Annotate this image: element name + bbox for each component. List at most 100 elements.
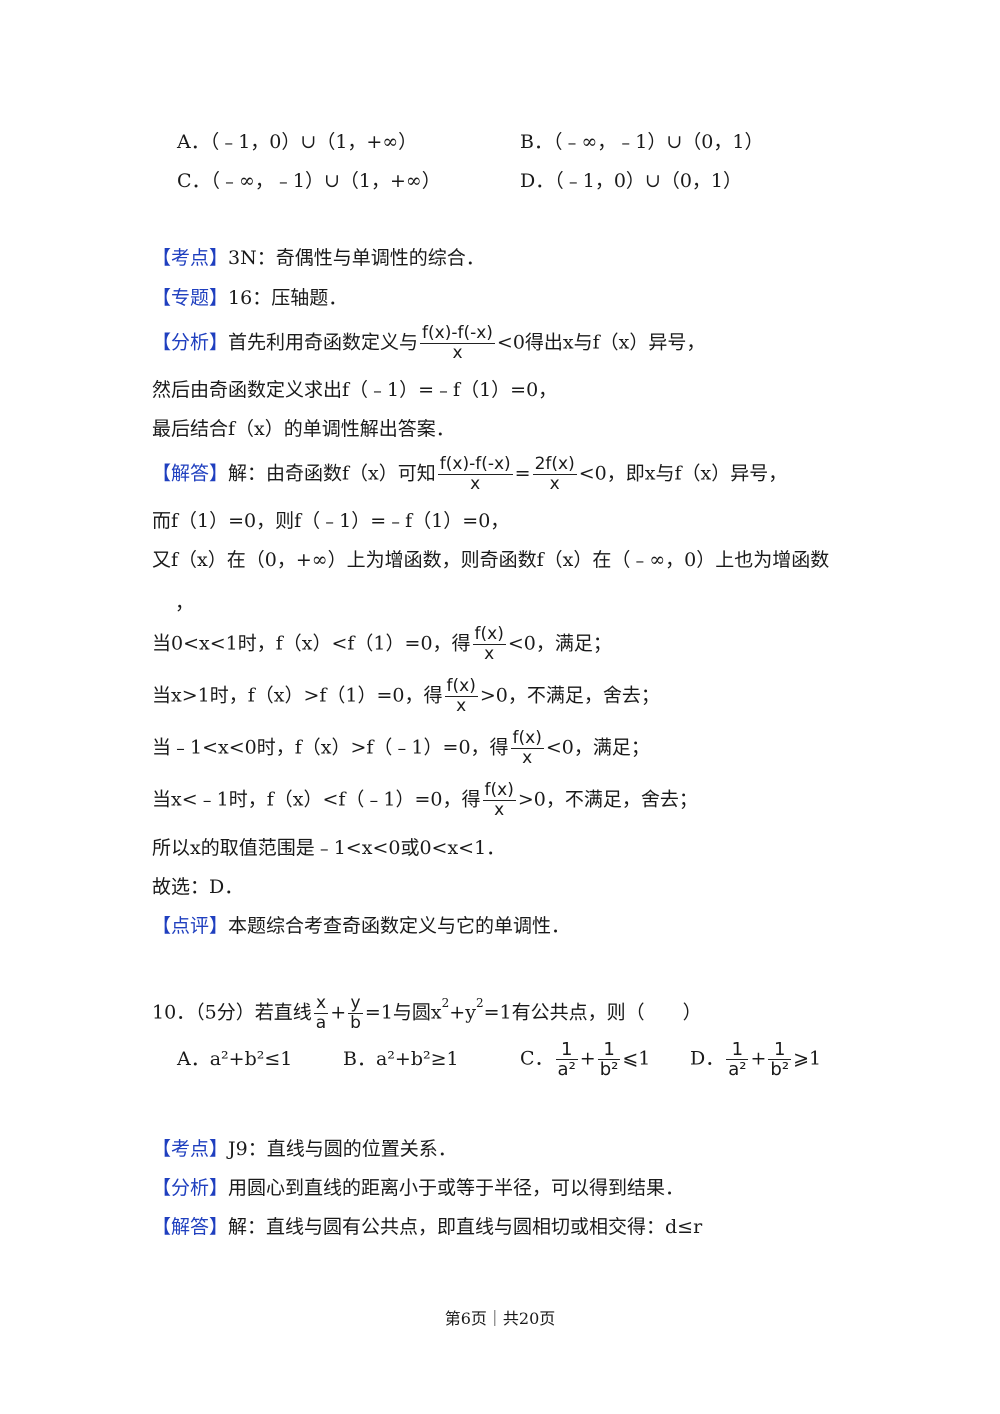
- range-conclusion: 所以x的取值范围是﹣1<x<0或0<x<1．: [152, 837, 506, 859]
- fenxi-line-3: 最后结合f（x）的单调性解出答案．: [152, 418, 455, 440]
- option-a: A．（﹣1，0）∪（1，+∞）: [177, 131, 418, 153]
- ge-one: ⩾1: [793, 1047, 822, 1070]
- case-1-fraction: f(x)x: [472, 624, 506, 664]
- fenxi-text-b: <0得出x与f（x）异号，: [496, 331, 706, 354]
- q10-kaodian-text: J9：直线与圆的位置关系．: [228, 1138, 457, 1160]
- fenxi-text-a: 首先利用奇函数定义与: [228, 331, 419, 354]
- frac-denominator: x: [494, 800, 505, 820]
- q10-jieda-line: 【解答】解：直线与圆有公共点，即直线与圆相切或相交得：d≤r: [152, 1215, 702, 1239]
- q10-option-c-label: C．: [520, 1047, 554, 1070]
- exponent: 2: [441, 996, 450, 1010]
- zhuanti-tag: 【专题】: [152, 287, 229, 309]
- jieda-line-3: 又f（x）在（0，+∞）上为增函数，则奇函数f（x）在（﹣∞，0）上也为增函数: [152, 549, 830, 571]
- q10-stem-a: 10．（5分）若直线: [152, 1001, 312, 1024]
- frac-numerator: 1: [597, 1040, 621, 1060]
- q10-jieda-text: 解：直线与圆有公共点，即直线与圆相切或相交得：d≤r: [228, 1216, 703, 1238]
- q10-fenxi-tag: 【分析】: [152, 1177, 229, 1199]
- jieda-text-b: <0，即x与f（x）异号，: [578, 462, 788, 485]
- q10-fenxi-text: 用圆心到直线的距离小于或等于半径，可以得到结果．: [228, 1177, 685, 1199]
- frac-denominator: x: [484, 644, 495, 664]
- le-one: ⩽1: [622, 1047, 651, 1070]
- frac-denominator: x: [456, 696, 467, 716]
- case-2-text-a: 当x>1时，f（x）>f（1）=0，得: [152, 684, 443, 707]
- q10-option-b: B．a²+b²≥1: [343, 1048, 459, 1070]
- frac-denominator: x: [470, 474, 481, 494]
- case-3-fraction: f(x)x: [510, 729, 544, 768]
- frac-denominator: x: [452, 343, 463, 363]
- zhuanti-text: 16：压轴题．: [228, 287, 348, 309]
- frac-numerator: x: [313, 994, 329, 1014]
- kaodian-text: 3N：奇偶性与单调性的综合．: [228, 247, 485, 269]
- zhuanti-line: 【专题】16：压轴题．: [152, 286, 347, 310]
- case-3-text-b: <0，满足；: [545, 736, 650, 759]
- case-2-fraction: f(x)x: [444, 676, 478, 716]
- frac-numerator: 2f(x): [532, 454, 577, 475]
- page-footer: 第6页｜共20页: [444, 1309, 556, 1328]
- frac-numerator: f(x): [482, 780, 516, 801]
- kaodian-tag: 【考点】: [152, 247, 229, 269]
- jieda-line-3-cont: ，: [175, 592, 195, 614]
- q10-jieda-tag: 【解答】: [152, 1216, 229, 1238]
- frac-numerator: f(x)-f(-x): [437, 454, 513, 475]
- q10-kaodian-tag: 【考点】: [152, 1138, 229, 1160]
- plus-sign: +: [330, 1001, 347, 1024]
- fenxi-fraction: f(x)-f(-x)x: [420, 324, 495, 363]
- frac-numerator: f(x)-f(-x): [420, 323, 495, 344]
- frac-numerator: 1: [726, 1040, 749, 1060]
- frac-denominator: b²: [770, 1059, 790, 1080]
- frac-denominator: x: [549, 474, 560, 494]
- jieda-tag: 【解答】: [152, 462, 229, 485]
- case-3-text-a: 当﹣1<x<0时，f（x）>f（﹣1）=0，得: [152, 736, 509, 759]
- frac-denominator: a²: [728, 1059, 747, 1080]
- frac-numerator: 1: [555, 1040, 578, 1060]
- equals-sign: =: [514, 462, 531, 485]
- option-d: D．（﹣1，0）∪（0，1）: [520, 170, 743, 192]
- jieda-line-2: 而f（1）=0，则f（﹣1）=﹣f（1）=0，: [152, 510, 510, 532]
- frac-numerator: 1: [768, 1040, 792, 1060]
- q10-stem-c: +y: [449, 1001, 476, 1024]
- q10-option-d-label: D．: [690, 1047, 725, 1070]
- case-4-text-b: >0，不满足，舍去；: [517, 788, 698, 811]
- dianping-line: 【点评】本题综合考查奇函数定义与它的单调性．: [152, 914, 570, 938]
- frac-numerator: f(x): [444, 676, 478, 697]
- fenxi-line-2: 然后由奇函数定义求出f（﹣1）=﹣f（1）=0，: [152, 379, 558, 401]
- q10-option-a: A．a²+b²≤1: [177, 1048, 293, 1070]
- dianping-text: 本题综合考查奇函数定义与它的单调性．: [228, 915, 571, 937]
- plus-sign: +: [579, 1047, 596, 1070]
- jieda-fraction-1: f(x)-f(-x)x: [437, 454, 513, 494]
- fenxi-tag: 【分析】: [152, 331, 229, 354]
- case-4-fraction: f(x)x: [482, 780, 516, 820]
- frac-denominator: a²: [557, 1059, 576, 1080]
- jieda-text-a: 解：由奇函数f（x）可知: [228, 462, 436, 485]
- q10-fenxi-line: 【分析】用圆心到直线的距离小于或等于半径，可以得到结果．: [152, 1176, 684, 1200]
- kaodian-line: 【考点】3N：奇偶性与单调性的综合．: [152, 246, 485, 270]
- frac-denominator: b: [350, 1013, 361, 1033]
- q10-kaodian-line: 【考点】J9：直线与圆的位置关系．: [152, 1137, 457, 1161]
- case-1-text-b: <0，满足；: [507, 632, 612, 655]
- frac-numerator: y: [348, 994, 363, 1014]
- exponent: 2: [475, 996, 484, 1010]
- frac-denominator: a: [315, 1013, 327, 1033]
- case-4-text-a: 当x<﹣1时，f（x）<f（﹣1）=0，得: [152, 788, 481, 811]
- jieda-fraction-2: 2f(x)x: [532, 454, 577, 494]
- frac-denominator: x: [522, 748, 533, 768]
- dianping-tag: 【点评】: [152, 915, 229, 937]
- frac-numerator: f(x): [472, 624, 506, 645]
- q10-stem-d: =1有公共点，则（ ）: [483, 1001, 702, 1024]
- option-c: C．（﹣∞，﹣1）∪（1，+∞）: [177, 170, 441, 192]
- case-1-text-a: 当0<x<1时，f（x）<f（1）=0，得: [152, 632, 471, 655]
